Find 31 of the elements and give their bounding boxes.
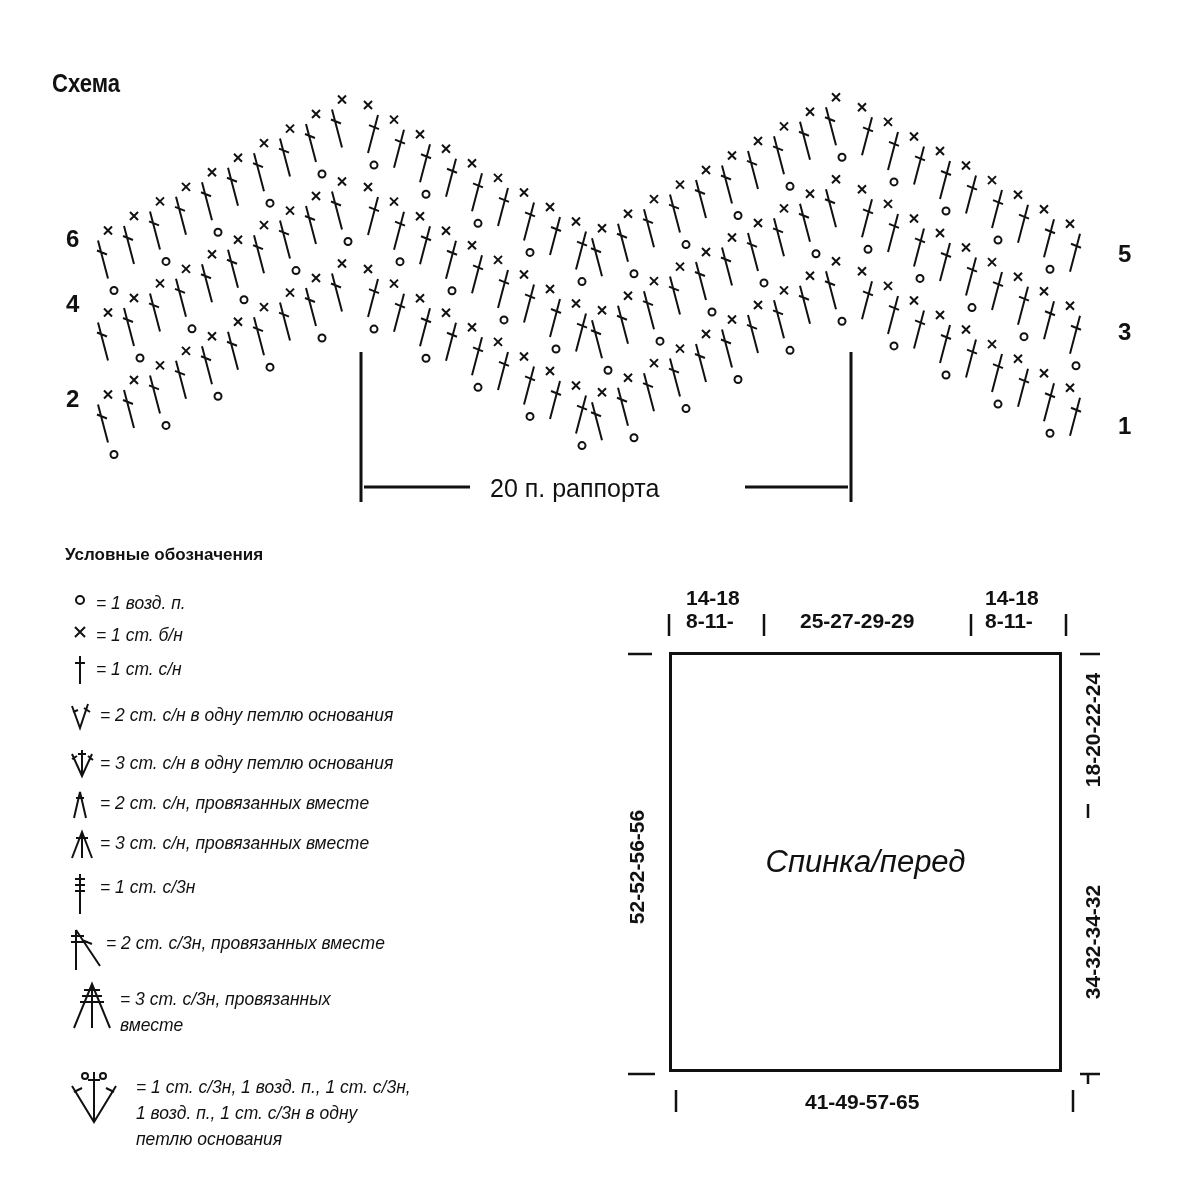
legend-text: = 2 ст. с/3н, провязанных вместе xyxy=(106,932,385,954)
dimension-label: 18-20-22-24 xyxy=(1081,672,1106,788)
dimension-label: 14-18 xyxy=(985,586,1039,610)
legend-text: = 1 возд. п. xyxy=(96,592,186,614)
legend-text: = 1 ст. с/н xyxy=(96,658,182,680)
row-number: 1 xyxy=(1118,412,1132,440)
row-number: 2 xyxy=(66,385,80,413)
row-number: 6 xyxy=(66,225,80,253)
dimension-label: 8-11- xyxy=(686,609,734,633)
row-number: 4 xyxy=(66,290,80,318)
legend-text: = 3 ст. с/н в одну петлю основания xyxy=(100,752,394,774)
garment-piece-outline xyxy=(669,652,1062,1072)
dimension-label: 41-49-57-65 xyxy=(805,1090,920,1114)
dimension-label: 25-27-29-29 xyxy=(800,609,915,633)
row-number: 5 xyxy=(1118,240,1132,268)
legend-text: = 1 ст. с/3н, 1 возд. п., 1 ст. с/3н, 1 возд. п., 1 ст. с/3н в одну петлю основания xyxy=(136,1075,412,1151)
legend-title: Условные обозначения xyxy=(65,545,264,565)
dimension-label: 52-52-56-56 xyxy=(625,809,650,925)
legend-text: = 3 ст. с/н, провязанных вместе xyxy=(100,832,370,854)
piece-label: Спинка/перед xyxy=(765,844,966,880)
legend-text: = 2 ст. с/н в одну петлю основания xyxy=(100,704,394,726)
dimension-label: 8-11- xyxy=(985,609,1033,633)
dimension-label: 34-32-34-32 xyxy=(1081,884,1106,1000)
chart-title: Схема xyxy=(52,68,121,99)
legend-text: = 1 ст. б/н xyxy=(96,624,183,646)
dimension-label: 20 п. раппорта xyxy=(490,474,660,503)
row-number: 3 xyxy=(1118,318,1132,346)
legend-text: = 1 ст. с/3н xyxy=(100,876,196,898)
dimension-label: 14-18 xyxy=(686,586,740,610)
legend-text: = 2 ст. с/н, провязанных вместе xyxy=(100,792,370,814)
legend-text: = 3 ст. с/3н, провязанных вместе xyxy=(120,987,332,1037)
